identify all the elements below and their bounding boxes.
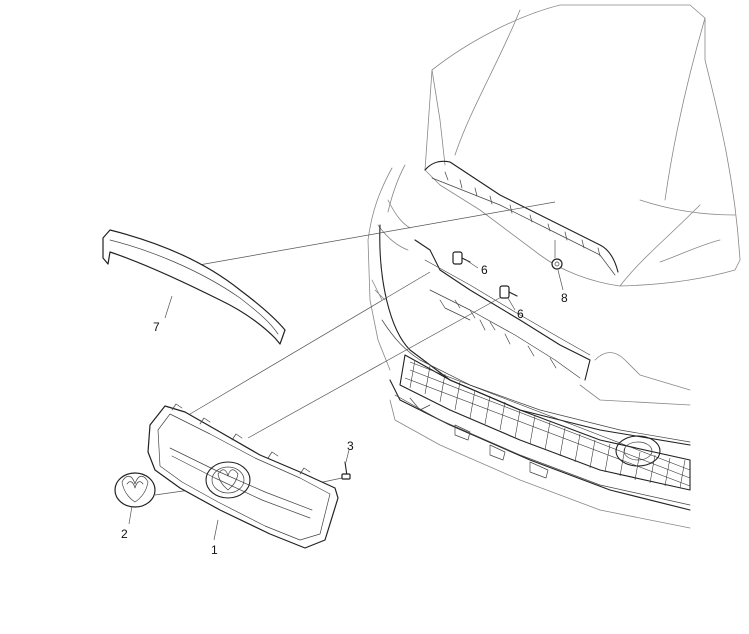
callout-1: 1: [211, 543, 218, 557]
clip-upper: [452, 251, 471, 265]
upper-grille-molding: [102, 229, 286, 345]
callout-6-upper: 6: [481, 263, 488, 277]
callout-7: 7: [153, 320, 160, 334]
vehicle-front: [367, 4, 741, 529]
assembly-leader-lines: [154, 201, 556, 496]
callout-3: 3: [347, 439, 354, 453]
screw: [341, 461, 351, 480]
retainer-nut: [551, 258, 563, 270]
callout-leaders: [128, 259, 564, 541]
emblem: [114, 472, 156, 508]
clip-lower: [499, 285, 518, 299]
callout-8: 8: [561, 291, 568, 305]
front-grille: [147, 403, 339, 549]
callout-6-lower: 6: [517, 307, 524, 321]
callout-2: 2: [121, 527, 128, 541]
